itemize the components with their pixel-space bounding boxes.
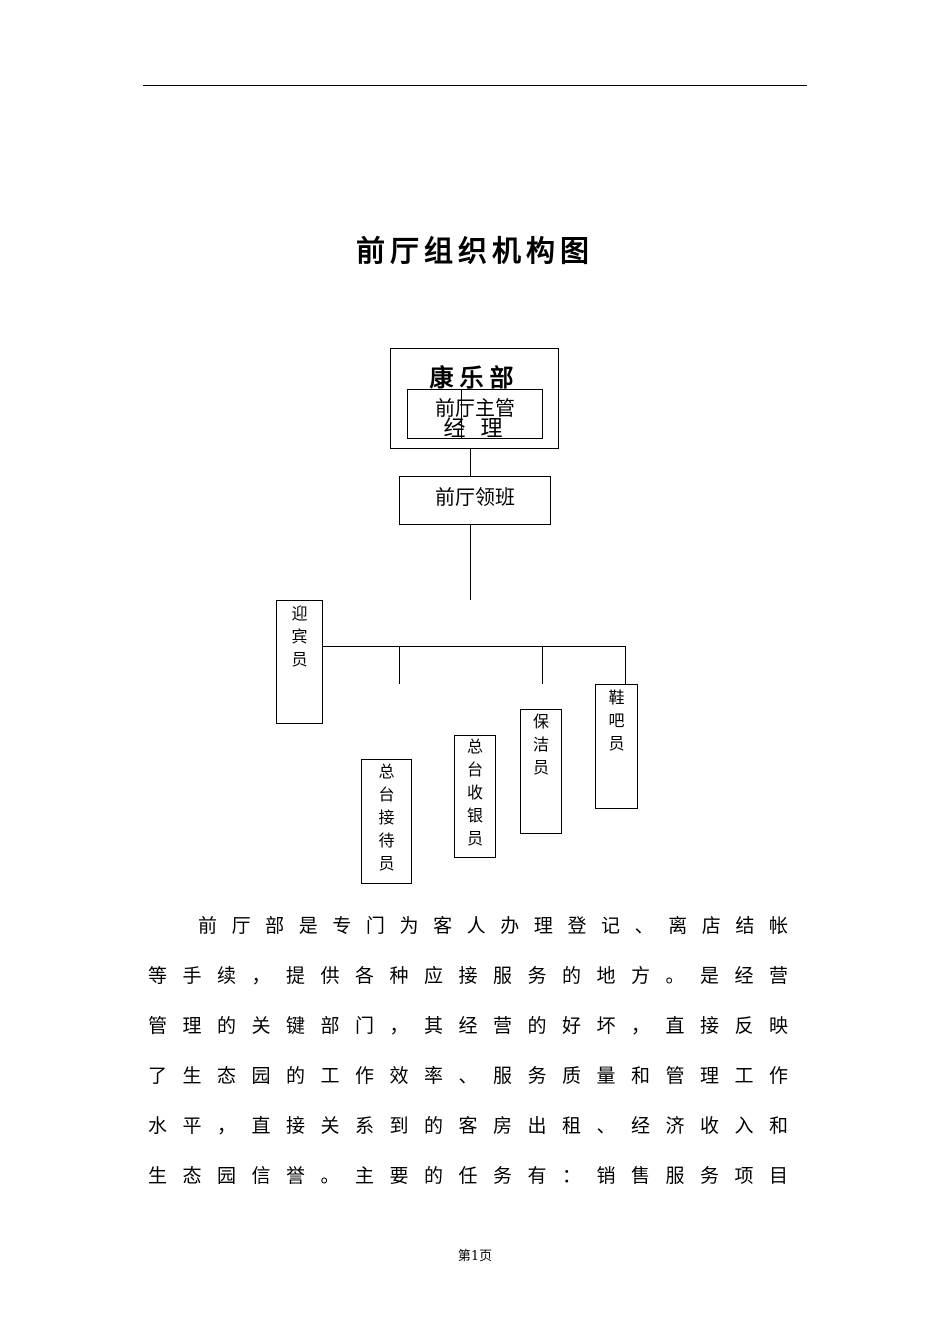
paragraph-line-3: 管理的关键部门，其经营的好坏，直接反映: [148, 1015, 788, 1037]
dept-label: 康乐部: [429, 363, 520, 392]
staff-box-shoe-bar: [595, 684, 638, 809]
paragraph-line-1: 前厅部是专门为客人办理登记、离店结帐: [198, 915, 788, 937]
paragraph-line-4: 了生态园的工作效率、服务质量和管理工作: [148, 1065, 788, 1087]
connector-middle: [470, 525, 471, 600]
manager-inner-divider: [461, 389, 462, 439]
paragraph-line-6: 生态园信誉。主要的任务有：销售服务项目: [148, 1165, 788, 1187]
staff-box-cleaner: [520, 709, 562, 834]
staff-label-shoe-bar: 鞋 吧 员: [608, 688, 625, 753]
manager-label: 前厅主管: [435, 396, 515, 420]
supervisor-label: 前厅领班: [435, 485, 515, 509]
manager-overlay-label: 经 理: [443, 417, 507, 442]
branch-drop-3: [542, 646, 543, 684]
manager-inner-box: [407, 389, 543, 439]
branch-line: [316, 646, 626, 647]
paragraph-line-2: 等手续，提供各种应接服务的地方。是经营: [148, 965, 788, 987]
branch-drop-2: [399, 646, 400, 684]
page-title: 前厅组织机构图: [355, 234, 594, 268]
page-number: 第1页: [457, 1249, 493, 1264]
header-rule: [143, 85, 807, 86]
staff-label-cleaner: 保 洁 员: [532, 712, 549, 777]
branch-drop-4: [625, 646, 626, 684]
paragraph-line-5: 水平，直接关系到的客房出租、经济收入和: [148, 1115, 788, 1137]
staff-box-reception: [361, 759, 412, 884]
staff-label-cashier: 总 台 收 银 员: [466, 737, 483, 848]
staff-box-greeter: [276, 600, 323, 724]
supervisor-box: [399, 476, 551, 525]
staff-label-greeter: 迎 宾 员: [291, 604, 308, 669]
connector-top: [470, 449, 471, 477]
staff-label-reception: 总 台 接 待 员: [378, 762, 395, 873]
staff-box-cashier: [454, 735, 496, 858]
